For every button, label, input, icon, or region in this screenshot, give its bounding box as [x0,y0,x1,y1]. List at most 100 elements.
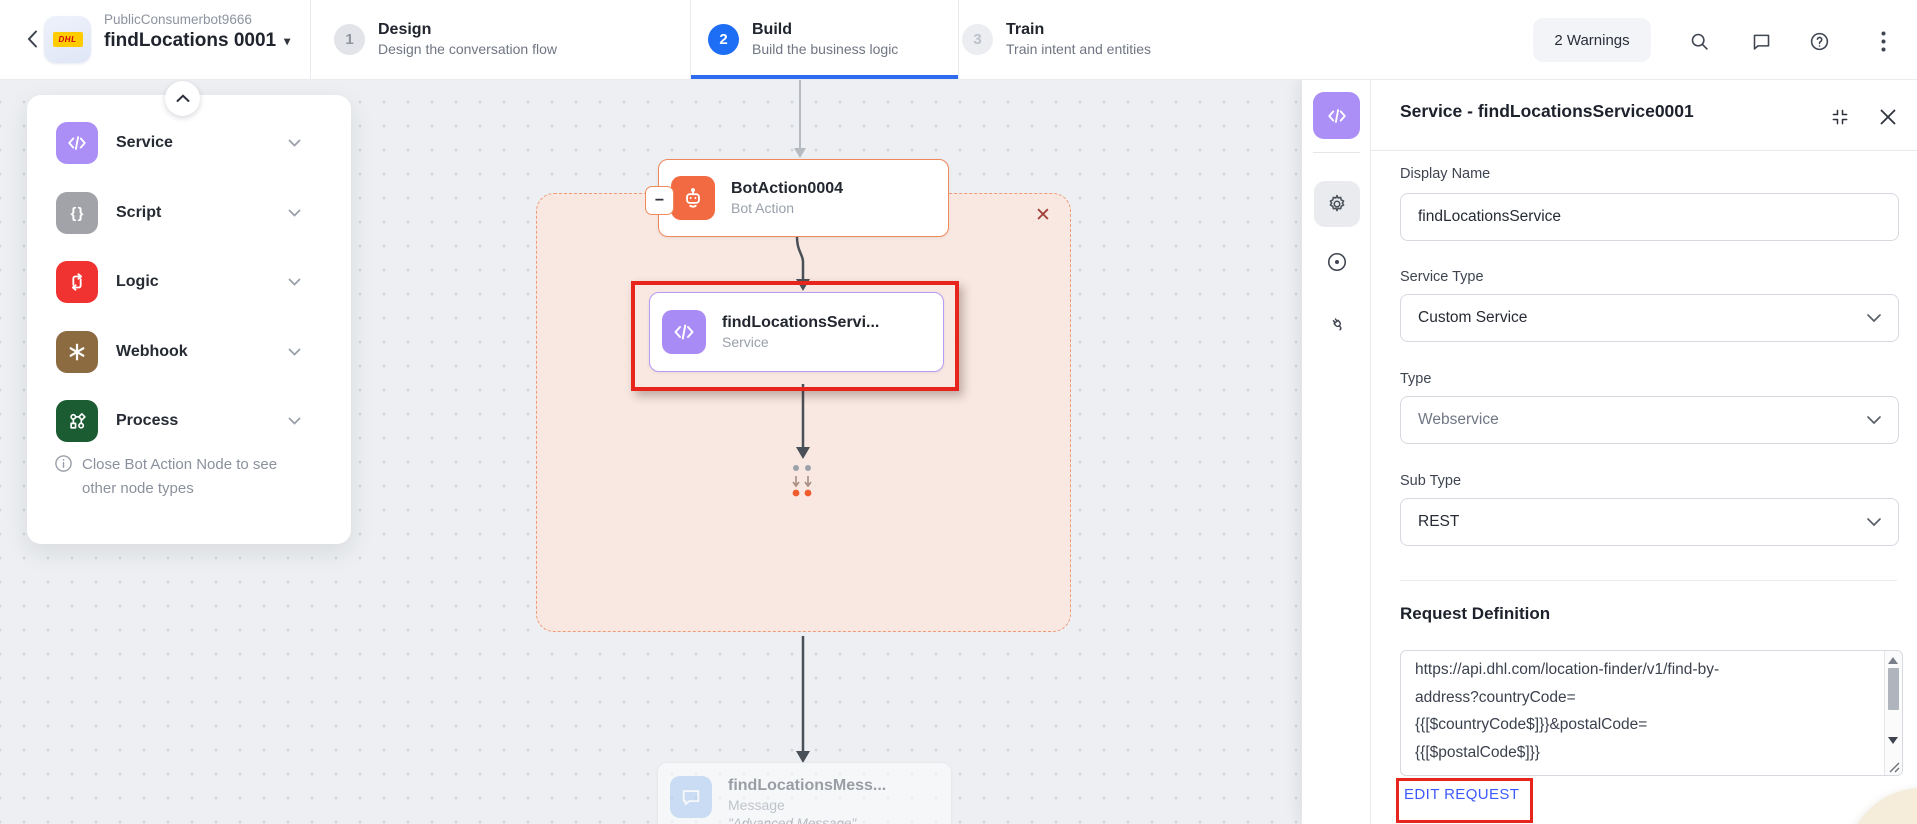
bot-action-node[interactable]: BotAction0004 Bot Action [658,159,949,237]
chevron-down-icon [1866,313,1882,323]
service-node[interactable]: findLocationsServi... Service [649,292,944,372]
sidebar-item-service[interactable]: Service [41,115,331,171]
chevron-down-icon [288,348,301,356]
step-title: Build [752,20,898,40]
service-node-icon [662,310,706,354]
bot-name-menu[interactable]: findLocations 0001 ▾ [104,30,290,52]
scroll-up-icon[interactable] [1888,657,1898,664]
sidebar-item-label: Logic [116,273,288,291]
request-definition-value: https://api.dhl.com/location-finder/v1/f… [1415,656,1867,766]
gear-icon [1326,193,1348,215]
step-design[interactable]: 1 Design Design the conversation flow [334,0,557,79]
chevron-down-icon [288,417,301,425]
sidebar-item-label: Webhook [116,343,288,361]
sidebar-item-label: Service [116,134,288,152]
step-title: Design [378,20,557,40]
more-menu-icon[interactable] [1871,29,1895,53]
sidebar-item-script[interactable]: { } Script [41,185,331,241]
close-icon [1879,108,1897,126]
scrollbar-thumb[interactable] [1888,668,1899,710]
process-icon [56,400,98,442]
chevron-down-icon [1866,415,1882,425]
request-definition-heading: Request Definition [1400,604,1550,624]
step-subtitle: Design the conversation flow [378,40,557,59]
chevron-down-icon [288,278,301,286]
chevron-down-icon [288,209,301,217]
sidebar-info-text: Close Bot Action Node to see other node … [82,453,314,501]
sub-type-value: REST [1418,513,1459,531]
sidebar-item-label: Process [116,412,288,430]
bot-account-name: PublicConsumerbot9666 [104,12,252,27]
search-icon[interactable] [1687,29,1711,53]
request-definition-textarea[interactable]: https://api.dhl.com/location-finder/v1/f… [1400,650,1903,776]
node-subtitle: Service [722,333,879,352]
resize-grip-icon[interactable] [1889,762,1900,773]
display-name-value: findLocationsService [1418,208,1561,226]
dhl-logo-text: DHL [53,32,83,47]
node-subtitle: Bot Action [731,199,843,218]
sidebar-item-process[interactable]: Process [41,393,331,449]
logic-icon [56,261,98,303]
service-icon [56,122,98,164]
message-node[interactable]: findLocationsMess... Message "Advanced M… [657,762,952,824]
sub-type-select[interactable]: REST [1400,498,1899,546]
node-title: findLocationsMess... [728,775,886,796]
chevron-down-icon [288,139,301,147]
plug-icon [1326,312,1348,334]
node-title: findLocationsServi... [722,312,879,333]
tab-service-component[interactable] [1313,92,1360,139]
caret-down-icon: ▾ [284,34,290,48]
back-button[interactable] [20,22,44,56]
node-subtitle: Message [728,796,886,815]
display-name-input[interactable]: findLocationsService [1400,193,1899,241]
sub-type-label: Sub Type [1400,473,1461,489]
step-number: 1 [334,24,365,55]
scroll-down-icon[interactable] [1888,737,1898,744]
sidebar-info: Close Bot Action Node to see other node … [54,453,314,501]
active-step-indicator [691,75,958,79]
service-type-label: Service Type [1400,269,1484,285]
display-name-label: Display Name [1400,166,1490,182]
step-subtitle: Train intent and entities [1006,40,1151,59]
step-train[interactable]: 3 Train Train intent and entities [962,0,1151,79]
chevron-left-icon [27,30,38,48]
chevron-down-icon [1866,517,1882,527]
chevron-up-icon [176,94,190,103]
warnings-button[interactable]: 2 Warnings [1533,18,1651,62]
comments-icon[interactable] [1749,29,1773,53]
message-node-icon [670,776,712,818]
step-number: 3 [962,24,993,55]
tab-connections[interactable] [1325,311,1349,335]
node-title: BotAction0004 [731,178,843,199]
step-subtitle: Build the business logic [752,40,898,59]
tab-general-settings[interactable] [1314,181,1360,227]
bot-logo: DHL [44,16,91,63]
step-number: 2 [708,24,739,55]
sidebar-item-label: Script [116,204,288,222]
help-icon[interactable] [1807,29,1831,53]
bot-action-container [536,193,1071,632]
panel-title: Service - findLocationsService0001 [1400,101,1694,122]
tab-instance-properties[interactable] [1325,250,1349,274]
collapse-panel-icon[interactable] [1828,105,1852,129]
info-icon [54,454,73,473]
service-type-value: Custom Service [1418,309,1527,327]
step-build[interactable]: 2 Build Build the business logic [708,0,898,79]
type-select[interactable]: Webservice [1400,396,1899,444]
close-bot-action-icon[interactable]: ✕ [1029,201,1057,229]
target-icon [1326,251,1348,273]
collapse-panel-button[interactable] [165,81,200,116]
webhook-icon [56,331,98,373]
step-title: Train [1006,20,1151,40]
service-type-select[interactable]: Custom Service [1400,294,1899,342]
sidebar-item-webhook[interactable]: Webhook [41,324,331,380]
collapse-bot-action-button[interactable]: − [645,186,674,215]
type-label: Type [1400,371,1431,387]
script-icon: { } [56,192,98,234]
edit-request-link[interactable]: EDIT REQUEST [1404,786,1519,803]
close-panel-icon[interactable] [1876,105,1900,129]
code-icon [1326,105,1348,127]
sidebar-item-logic[interactable]: Logic [41,254,331,310]
textarea-scrollbar[interactable] [1884,651,1902,775]
